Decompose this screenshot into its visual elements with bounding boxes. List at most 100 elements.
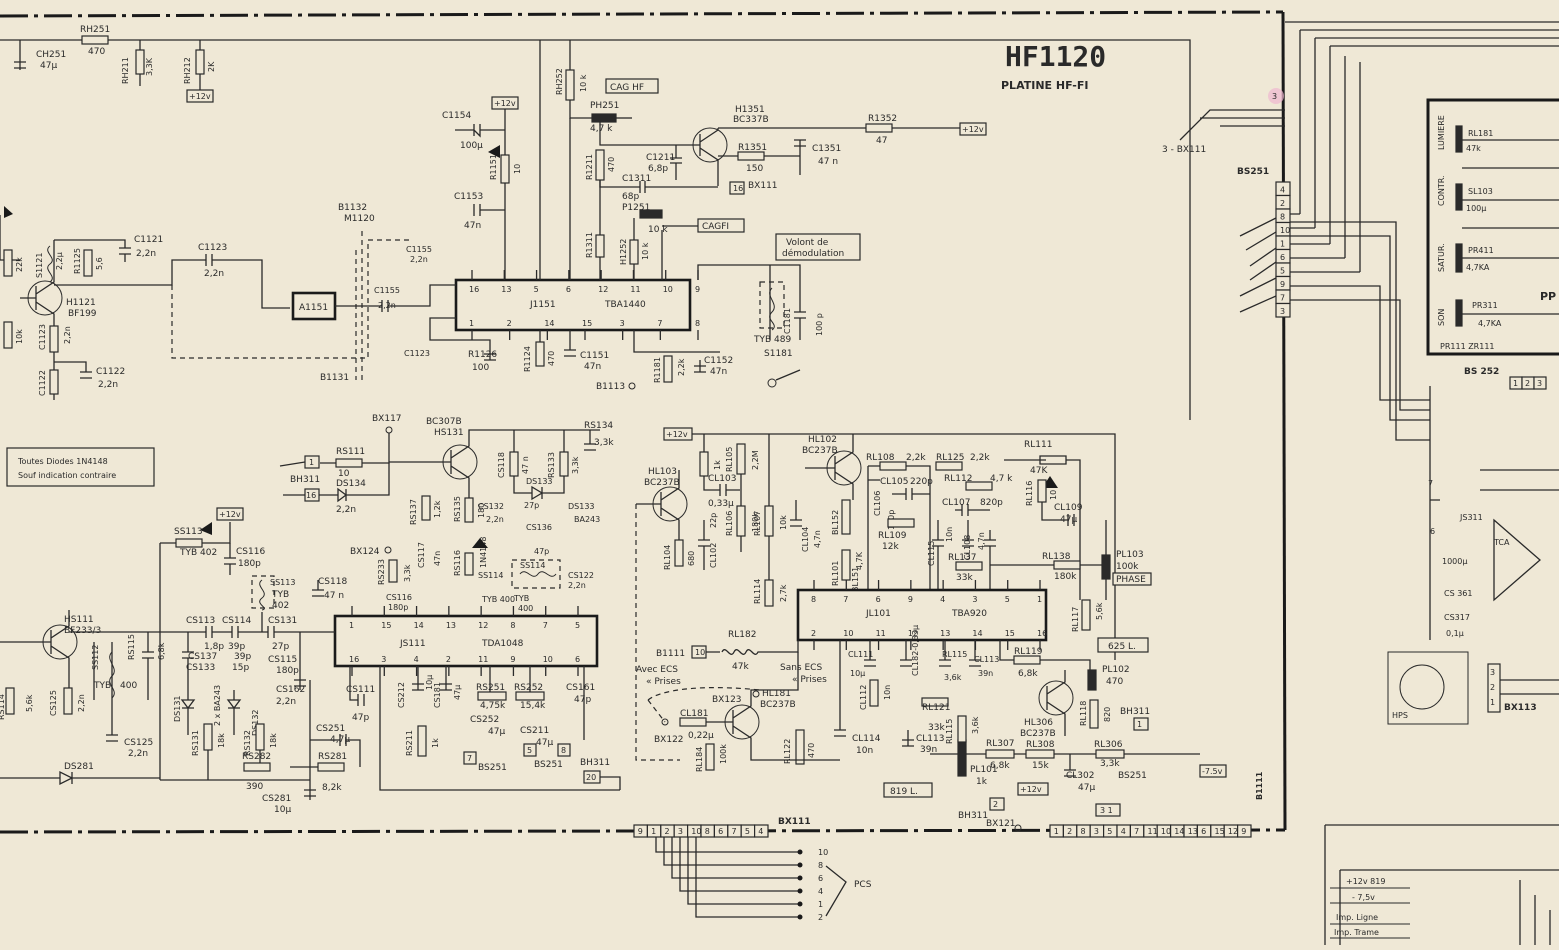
svg-text:1N4148: 1N4148 — [479, 537, 488, 568]
ic-pin: 1 — [469, 319, 474, 328]
svg-text:47p: 47p — [574, 695, 591, 705]
svg-text:7: 7 — [1428, 479, 1433, 488]
ic-pin: 13 — [940, 629, 950, 638]
svg-text:C1152: C1152 — [704, 356, 733, 366]
svg-text:33k: 33k — [956, 573, 973, 583]
connector-pin-label: 2 — [1067, 827, 1072, 836]
ic-jl101 — [796, 588, 1048, 642]
svg-text:CL112: CL112 — [859, 685, 868, 710]
ic-pin: 10 — [543, 655, 553, 664]
svg-text:« Prises: « Prises — [646, 677, 681, 687]
svg-text:C1121: C1121 — [134, 235, 163, 245]
svg-text:SS112: SS112 — [91, 645, 100, 670]
svg-text:CS115: CS115 — [268, 655, 297, 665]
svg-text:CS181: CS181 — [433, 682, 442, 708]
board-subtitle: PLATINE HF-FI — [1001, 79, 1088, 92]
svg-text:BX111: BX111 — [748, 181, 778, 191]
svg-text:CL115: CL115 — [927, 541, 936, 566]
svg-text:180: 180 — [477, 503, 486, 518]
svg-text:2,2n: 2,2n — [336, 505, 356, 515]
svg-text:R1124: R1124 — [523, 346, 532, 372]
note-line2: Souf indication contraire — [18, 471, 116, 480]
svg-text:BX123: BX123 — [712, 695, 742, 705]
ic-pin: 9 — [510, 655, 515, 664]
svg-text:CS162: CS162 — [276, 685, 305, 695]
svg-text:CS211: CS211 — [520, 726, 549, 736]
svg-text:SS114: SS114 — [478, 571, 503, 580]
ic-pin: 15 — [582, 319, 592, 328]
svg-text:CS252: CS252 — [470, 715, 499, 725]
svg-text:RS134: RS134 — [584, 421, 613, 431]
flag-625: 625 L. — [1108, 642, 1136, 652]
svg-text:SS113: SS113 — [270, 578, 295, 587]
svg-text:3 1: 3 1 — [1100, 806, 1113, 815]
svg-text:39p: 39p — [234, 652, 251, 662]
svg-text:15p: 15p — [232, 663, 249, 673]
ic-pin: 16 — [349, 655, 359, 664]
svg-text:2,2µ: 2,2µ — [55, 252, 64, 270]
svg-text:16: 16 — [306, 491, 316, 500]
ic-pin: 14 — [414, 621, 424, 630]
svg-text:1,8p: 1,8p — [204, 642, 224, 652]
ic-pin: 14 — [972, 629, 982, 638]
ic-pin: 7 — [543, 621, 548, 630]
svg-text:C1153: C1153 — [454, 192, 483, 202]
svg-text:R1211: R1211 — [585, 154, 594, 180]
connector-pin-label: 1 — [651, 827, 656, 836]
svg-text:10k: 10k — [779, 515, 788, 530]
svg-text:2: 2 — [993, 800, 998, 809]
svg-text:CS251: CS251 — [316, 724, 345, 734]
ic-pin: 1 — [1037, 595, 1042, 604]
ic-pin: 2 — [446, 655, 451, 664]
svg-text:4,7n: 4,7n — [977, 532, 986, 550]
svg-text:3,3k: 3,3k — [403, 564, 412, 582]
connector-pin-label: 9 — [1280, 280, 1285, 289]
svg-text:20: 20 — [586, 773, 596, 782]
svg-text:400: 400 — [518, 604, 533, 613]
svg-text:SL103: SL103 — [1468, 187, 1493, 196]
svg-text:47n: 47n — [710, 367, 727, 377]
svg-text:RS111: RS111 — [336, 447, 365, 457]
ic-pin: 5 — [575, 621, 580, 630]
svg-text:B1111: B1111 — [1255, 771, 1264, 800]
svg-text:-7.5v: -7.5v — [1202, 767, 1223, 776]
svg-text:5,6k: 5,6k — [1095, 602, 1104, 620]
connector-pin-label: 4 — [758, 827, 763, 836]
svg-text:TCA: TCA — [1493, 538, 1510, 547]
svg-text:RL114: RL114 — [753, 579, 762, 604]
svg-text:47n: 47n — [584, 362, 601, 372]
svg-text:2,2M: 2,2M — [751, 450, 760, 470]
svg-text:RS282: RS282 — [242, 752, 271, 762]
connector-pin-label: 10 — [1161, 827, 1171, 836]
connector-pin-label: 6 — [718, 827, 723, 836]
ic-pin: 6 — [575, 655, 580, 664]
supply-rh212: +12v — [189, 92, 211, 101]
connector-pin-label: 2 — [1525, 379, 1530, 388]
svg-text:CS118: CS118 — [318, 577, 347, 587]
svg-text:47k: 47k — [1466, 144, 1481, 153]
svg-text:10: 10 — [513, 164, 522, 174]
svg-text:4,7 k: 4,7 k — [590, 124, 613, 134]
svg-text:RL307: RL307 — [986, 739, 1014, 749]
note-line1: Toutes Diodes 1N4148 — [17, 457, 108, 466]
svg-text:47µ: 47µ — [453, 685, 462, 700]
connector-pin-label: 5 — [745, 827, 750, 836]
ic-pin: 16 — [1037, 629, 1047, 638]
ic-pin: 8 — [811, 595, 816, 604]
svg-text:PR411: PR411 — [1468, 246, 1494, 255]
svg-text:220p: 220p — [910, 477, 933, 487]
svg-text:1: 1 — [1137, 720, 1142, 729]
ic-pin: 10 — [663, 285, 673, 294]
connector-pin-label: 7 — [1280, 294, 1285, 303]
svg-text:RS115: RS115 — [127, 634, 136, 660]
svg-text:680: 680 — [687, 551, 696, 566]
svg-text:1k: 1k — [976, 777, 988, 787]
svg-text:HL102: HL102 — [808, 435, 837, 445]
svg-text:CL111: CL111 — [848, 650, 873, 659]
svg-text:10n: 10n — [883, 685, 892, 700]
svg-text:3,3k: 3,3k — [1100, 759, 1120, 769]
svg-text:RS233: RS233 — [377, 559, 386, 585]
svg-text:CS281: CS281 — [262, 794, 291, 804]
connector-pin-label: 7 — [732, 827, 737, 836]
ic-jl101-type: TBA920 — [951, 609, 987, 619]
